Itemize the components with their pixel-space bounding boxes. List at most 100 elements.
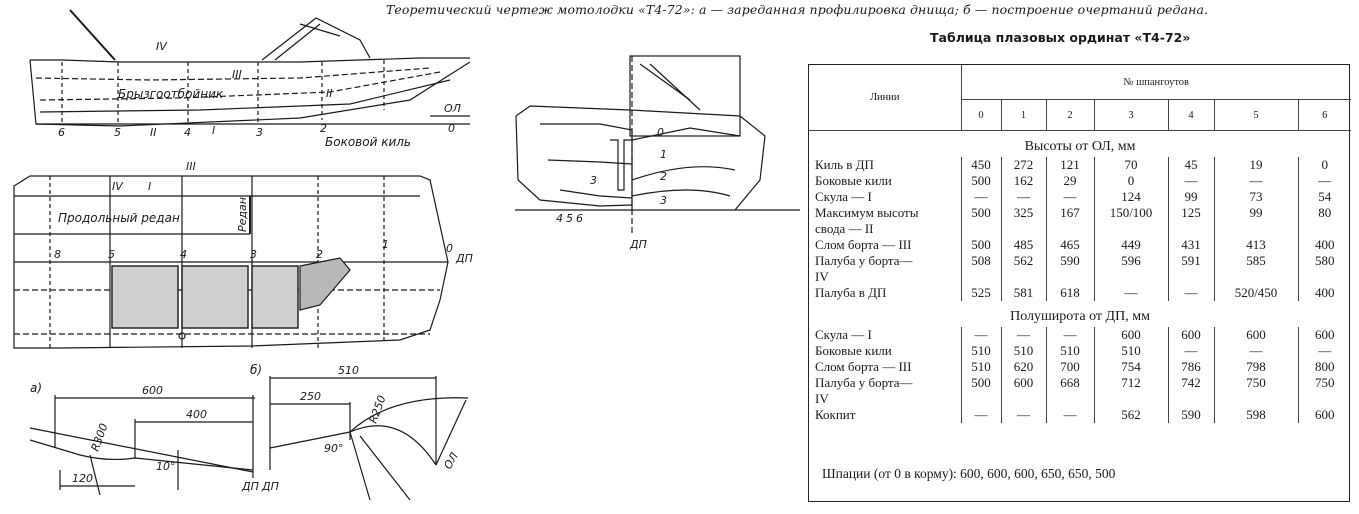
frame-number: 6 — [1297, 99, 1352, 131]
profile-station-3: 3 — [256, 126, 263, 139]
table-cell: 400 — [1297, 237, 1352, 253]
table-cell: 600 — [1213, 327, 1298, 343]
frame-number: 3 — [1093, 99, 1168, 131]
table-cell: 125 — [1167, 205, 1214, 221]
dim-r300: R300 — [89, 422, 111, 453]
table-cell: 668 — [1045, 375, 1094, 391]
table-row: IV — [809, 391, 1352, 407]
table-cell: — — [1000, 189, 1046, 205]
table-cell: 0 — [1297, 157, 1352, 173]
frames-header: № шпангоутов — [960, 65, 1352, 100]
table-cell: — — [960, 407, 1001, 423]
profile-line-ii-bottom: II — [150, 126, 157, 139]
table-cell: 121 — [1045, 157, 1094, 173]
fig-a-label: а) — [30, 381, 42, 395]
row-label: свода — II — [815, 221, 874, 236]
table-cell — [1297, 269, 1352, 285]
table-cell: 580 — [1297, 253, 1352, 269]
table-cell — [1045, 221, 1094, 237]
table-cell: 70 — [1093, 157, 1168, 173]
table-cell — [1167, 391, 1214, 407]
table-cell: 562 — [1093, 407, 1168, 423]
table-cell: — — [1045, 327, 1094, 343]
section-halfbreadths-title: Полуширота от ДП, мм — [1010, 309, 1150, 324]
table-cell — [1000, 269, 1046, 285]
table-cell: 800 — [1297, 359, 1352, 375]
plan-station-4: 4 — [180, 248, 187, 261]
table-cell: 500 — [960, 237, 1001, 253]
frame-number: 4 — [1167, 99, 1214, 131]
table-cell: 272 — [1000, 157, 1046, 173]
profile-station-2: 2 — [320, 122, 327, 135]
table-cell: 413 — [1213, 237, 1298, 253]
table-cell: 500 — [960, 375, 1001, 391]
row-label: Слом борта — III — [815, 237, 912, 252]
section-heights-title: Высоты от ОЛ, мм — [1024, 139, 1136, 154]
boat-drawing: IV III II I Брызгоотбойник Боковой киль … — [13, 9, 800, 501]
table-cell: 596 — [1093, 253, 1168, 269]
table-cell: 400 — [1297, 285, 1352, 301]
table-cell: — — [1167, 173, 1214, 189]
table-cell — [960, 269, 1001, 285]
table-cell: 450 — [960, 157, 1001, 173]
table-cell: 520/450 — [1213, 285, 1298, 301]
table-cell: 750 — [1213, 375, 1298, 391]
plan-station-2: 2 — [316, 248, 323, 261]
row-label: Максимум высоты — [815, 205, 919, 220]
table-cell — [1045, 391, 1094, 407]
table-cell: 431 — [1167, 237, 1214, 253]
fig-b-label: б) — [250, 363, 262, 377]
detail-b-dp: ДП — [261, 480, 279, 493]
row-label: Боковые кили — [815, 343, 892, 358]
dim-250: 250 — [300, 390, 321, 403]
table-cell — [1093, 391, 1168, 407]
table-cell: 590 — [1045, 253, 1094, 269]
step-label: Редан — [236, 197, 249, 232]
body-label-6: 6 — [576, 212, 583, 225]
body-label-4: 4 — [556, 212, 563, 225]
longitudinal-step-label: Продольный редан — [58, 211, 180, 225]
table-cell: — — [1213, 343, 1298, 359]
table-cell: — — [1045, 407, 1094, 423]
table-cell: — — [1000, 327, 1046, 343]
body-label-3b: 3 — [660, 194, 667, 207]
table-cell: 500 — [960, 173, 1001, 189]
ol-label: ОЛ — [444, 102, 461, 115]
table-cell: 124 — [1093, 189, 1168, 205]
profile-station-6: 6 — [58, 126, 65, 139]
table-cell: 600 — [1167, 327, 1214, 343]
dim-600: 600 — [142, 384, 163, 397]
dim-90deg: 90° — [324, 442, 344, 455]
body-label-0: 0 — [657, 126, 664, 139]
table-cell — [1000, 391, 1046, 407]
table-cell: 99 — [1213, 205, 1298, 221]
table-cell: 500 — [960, 205, 1001, 221]
table-cell: 590 — [1167, 407, 1214, 423]
body-label-1: 1 — [660, 148, 667, 161]
table-cell: 581 — [1000, 285, 1046, 301]
table-cell: 600 — [1093, 327, 1168, 343]
table-cell: 99 — [1167, 189, 1214, 205]
body-label-5: 5 — [566, 212, 573, 225]
profile-station-4: 4 — [184, 126, 191, 139]
table-cell — [1213, 391, 1298, 407]
table-cell: — — [1213, 173, 1298, 189]
table-cell: — — [1000, 407, 1046, 423]
table-cell — [1167, 221, 1214, 237]
profile-line-iii: III — [232, 68, 242, 81]
table-cell — [1297, 391, 1352, 407]
table-cell: 449 — [1093, 237, 1168, 253]
plan-line-i: I — [148, 180, 151, 193]
plan-station-1: 1 — [382, 238, 389, 251]
side-keel-label: Боковой киль — [325, 135, 411, 149]
table-cell: 508 — [960, 253, 1001, 269]
table-cell: 600 — [1297, 327, 1352, 343]
table-cell: 750 — [1297, 375, 1352, 391]
table-row: свода — II — [809, 221, 1352, 237]
table-cell: 525 — [960, 285, 1001, 301]
